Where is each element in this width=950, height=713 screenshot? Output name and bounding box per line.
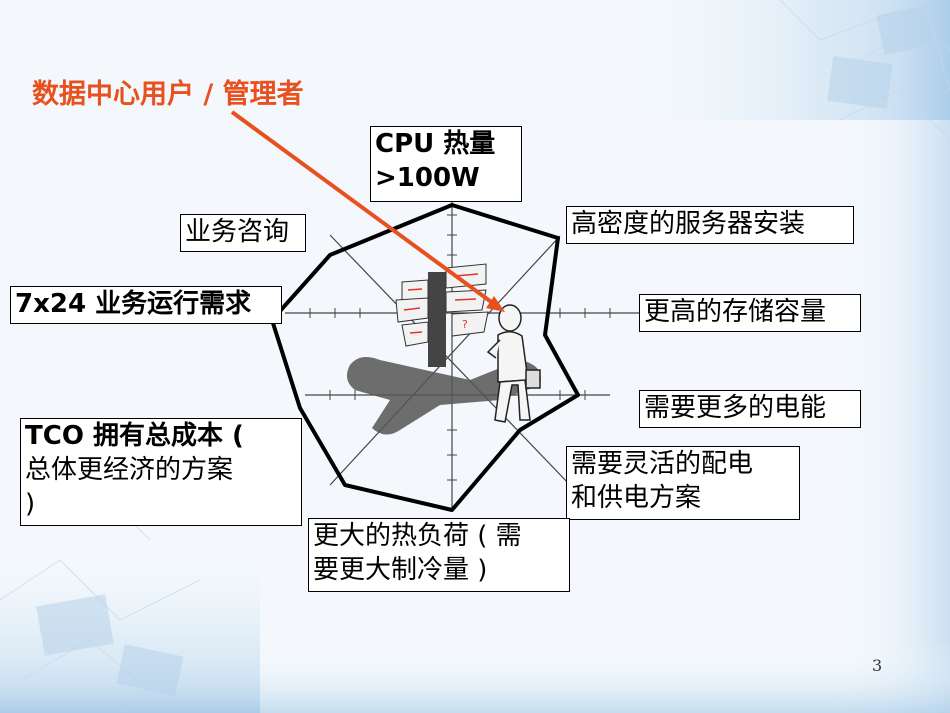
label-tco: TCO 拥有总成本 ( 总体更经济的方案 ) xyxy=(20,418,302,526)
label-cpu-heat-line2: >100W xyxy=(375,163,480,193)
signpost-illustration: ? xyxy=(395,263,489,367)
label-tco-line3: ) xyxy=(25,489,36,519)
svg-text:?: ? xyxy=(462,318,468,331)
label-power: 需要更多的电能 xyxy=(639,390,861,428)
label-24x7: 7x24 业务运行需求 xyxy=(10,286,282,324)
pointer-arrow xyxy=(230,110,505,312)
label-tco-line2: 总体更经济的方案 xyxy=(25,455,234,485)
axis-ticks xyxy=(309,214,611,481)
label-heat-load-line2: 要更大制冷量 ) xyxy=(313,555,488,585)
label-cpu-heat: CPU 热量 >100W xyxy=(370,126,522,202)
label-power-line1: 需要更多的电能 xyxy=(644,393,827,423)
label-24x7-line1: 7x24 业务运行需求 xyxy=(15,289,252,319)
page-number: 3 xyxy=(872,656,883,675)
label-storage-line1: 更高的存储容量 xyxy=(644,297,827,327)
label-high-density-line1: 高密度的服务器安装 xyxy=(571,209,806,239)
label-cpu-heat-line1: CPU 热量 xyxy=(375,129,496,159)
label-heat-load-line1: 更大的热负荷 ( 需 xyxy=(313,521,522,551)
person-illustration xyxy=(486,304,541,423)
label-flexible-power-line1: 需要灵活的配电 xyxy=(571,449,754,479)
label-tco-line1: TCO 拥有总成本 ( xyxy=(25,421,244,451)
label-flexible-power-line2: 和供电方案 xyxy=(571,483,702,513)
label-consulting-line1: 业务咨询 xyxy=(185,217,290,247)
radar-outline xyxy=(270,203,580,512)
shadow-shape xyxy=(346,356,541,435)
label-flexible-power: 需要灵活的配电 和供电方案 xyxy=(566,446,800,520)
label-consulting: 业务咨询 xyxy=(180,214,306,252)
label-heat-load: 更大的热负荷 ( 需 要更大制冷量 ) xyxy=(308,518,570,592)
slide-title: 数据中心用户 / 管理者 xyxy=(32,79,304,110)
label-high-density: 高密度的服务器安装 xyxy=(566,206,854,244)
label-storage: 更高的存储容量 xyxy=(639,294,861,332)
